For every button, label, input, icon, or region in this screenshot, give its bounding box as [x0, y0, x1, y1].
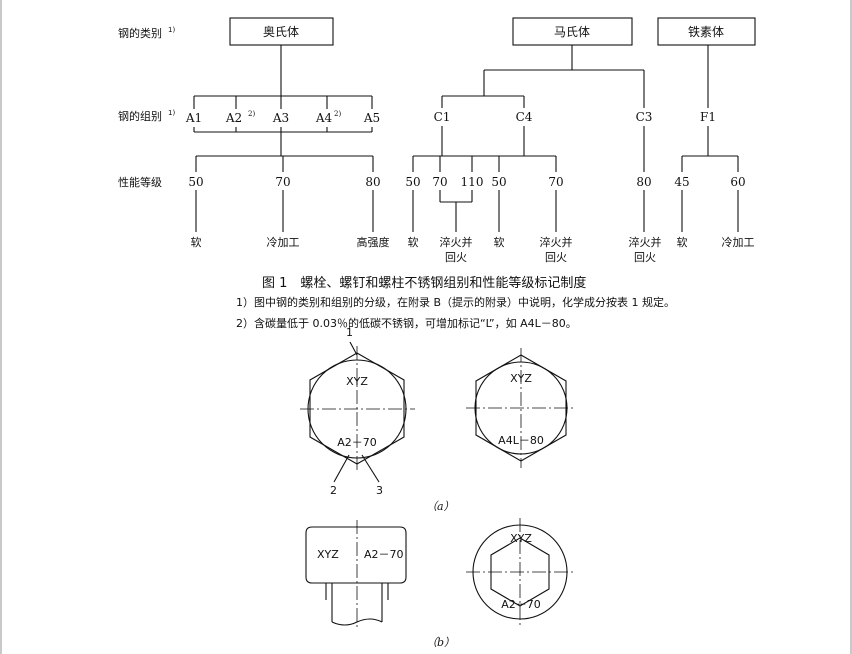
hex-head-a4l-80 — [466, 348, 576, 468]
socket-mark-bottom: A2－70 — [501, 598, 541, 611]
right-edge-shadow — [850, 0, 852, 654]
prop-f1-soft: 软 — [677, 235, 688, 249]
sublabel-a: （a） — [426, 500, 455, 513]
box-ferritic — [657, 17, 756, 46]
box-martensitic-label: 马氏体 — [554, 25, 590, 39]
box-ferritic-label: 铁素体 — [688, 25, 724, 39]
hex2-mark-top: XYZ — [510, 372, 532, 385]
side-mark-left: XYZ — [317, 548, 339, 561]
grade-f1-45: 45 — [674, 175, 689, 189]
hex1-mark-bottom: A2－70 — [337, 436, 377, 449]
prop-a-soft: 软 — [191, 235, 202, 249]
grade-c4-70: 70 — [548, 175, 563, 189]
prop-c1-soft: 软 — [408, 235, 419, 249]
group-a4-sup: 2) — [334, 110, 341, 118]
side-mark-right: A2－70 — [364, 548, 404, 561]
group-a3: A3 — [272, 111, 289, 125]
prop-c3-quench-line2: 回火 — [634, 251, 656, 264]
footnote-1: 1）图中钢的类别和组别的分级，在附录 B（提示的附录）中说明，化学成分按表 1 … — [236, 295, 675, 309]
row-label-group-sup: 1) — [168, 109, 175, 117]
row-label-group: 钢的组别 — [118, 109, 162, 123]
group-a1: A1 — [185, 111, 202, 125]
prop-a-high-strength: 高强度 — [357, 235, 390, 249]
row-label-grade: 性能等级 — [118, 175, 162, 189]
ferritic-tree-lines — [681, 45, 739, 232]
row-label-category: 钢的类别 — [118, 26, 162, 40]
left-edge-shadow — [0, 0, 2, 654]
figure-caption: 图 1 螺栓、螺钉和螺柱不锈钢组别和性能等级标记制度 — [262, 275, 586, 291]
grade-a-80: 80 — [365, 175, 380, 189]
group-c4: C4 — [516, 110, 533, 124]
prop-c3-quench-line1: 淬火并 — [629, 235, 662, 249]
group-a2: A2 — [225, 111, 242, 125]
group-a5: A5 — [363, 111, 380, 125]
hex-head-a2-70 — [300, 341, 415, 483]
hex2-mark-bottom: A4L－80 — [498, 434, 544, 447]
leader-label-3: 3 — [376, 484, 383, 497]
box-austenitic-label: 奥氏体 — [263, 25, 299, 39]
grade-a-50: 50 — [188, 175, 203, 189]
sublabel-b: （b） — [426, 636, 455, 649]
prop-c1-quench-line1: 淬火并 — [440, 235, 473, 249]
martensitic-tree-lines — [412, 45, 645, 232]
prop-c4-quench-line2: 回火 — [545, 251, 567, 264]
footnote-2: 2）含碳量低于 0.03％的低碳不锈钢，可增加标记“L”，如 A4L－80。 — [236, 316, 577, 330]
grade-c1-110: 110 — [461, 175, 484, 189]
socket-head-top-view — [466, 518, 574, 626]
hex1-mark-top: XYZ — [346, 375, 368, 388]
grade-c3-80: 80 — [636, 175, 651, 189]
prop-c1-quench-line2: 回火 — [445, 251, 467, 264]
grade-c1-70: 70 — [432, 175, 447, 189]
leader-label-1: 1 — [346, 326, 353, 339]
group-a2-sup: 2) — [248, 110, 255, 118]
group-a4: A4 — [315, 111, 333, 125]
group-c3: C3 — [636, 110, 653, 124]
socket-mark-top: XYZ — [510, 532, 532, 545]
austenitic-tree-lines — [193, 45, 374, 232]
prop-f1-cold-worked: 冷加工 — [722, 236, 755, 249]
grade-f1-60: 60 — [730, 175, 745, 189]
group-f1: F1 — [700, 110, 716, 124]
prop-c4-quench-line1: 淬火并 — [540, 235, 573, 249]
grade-a-70: 70 — [275, 175, 290, 189]
grade-c4-50: 50 — [491, 175, 506, 189]
prop-a-cold-worked: 冷加工 — [267, 236, 300, 249]
row-label-category-sup: 1) — [168, 26, 175, 34]
leader-label-2: 2 — [330, 484, 337, 497]
group-c1: C1 — [434, 110, 451, 124]
prop-c4-soft: 软 — [494, 235, 505, 249]
socket-screw-side-view — [305, 520, 407, 630]
grade-c1-50: 50 — [405, 175, 420, 189]
